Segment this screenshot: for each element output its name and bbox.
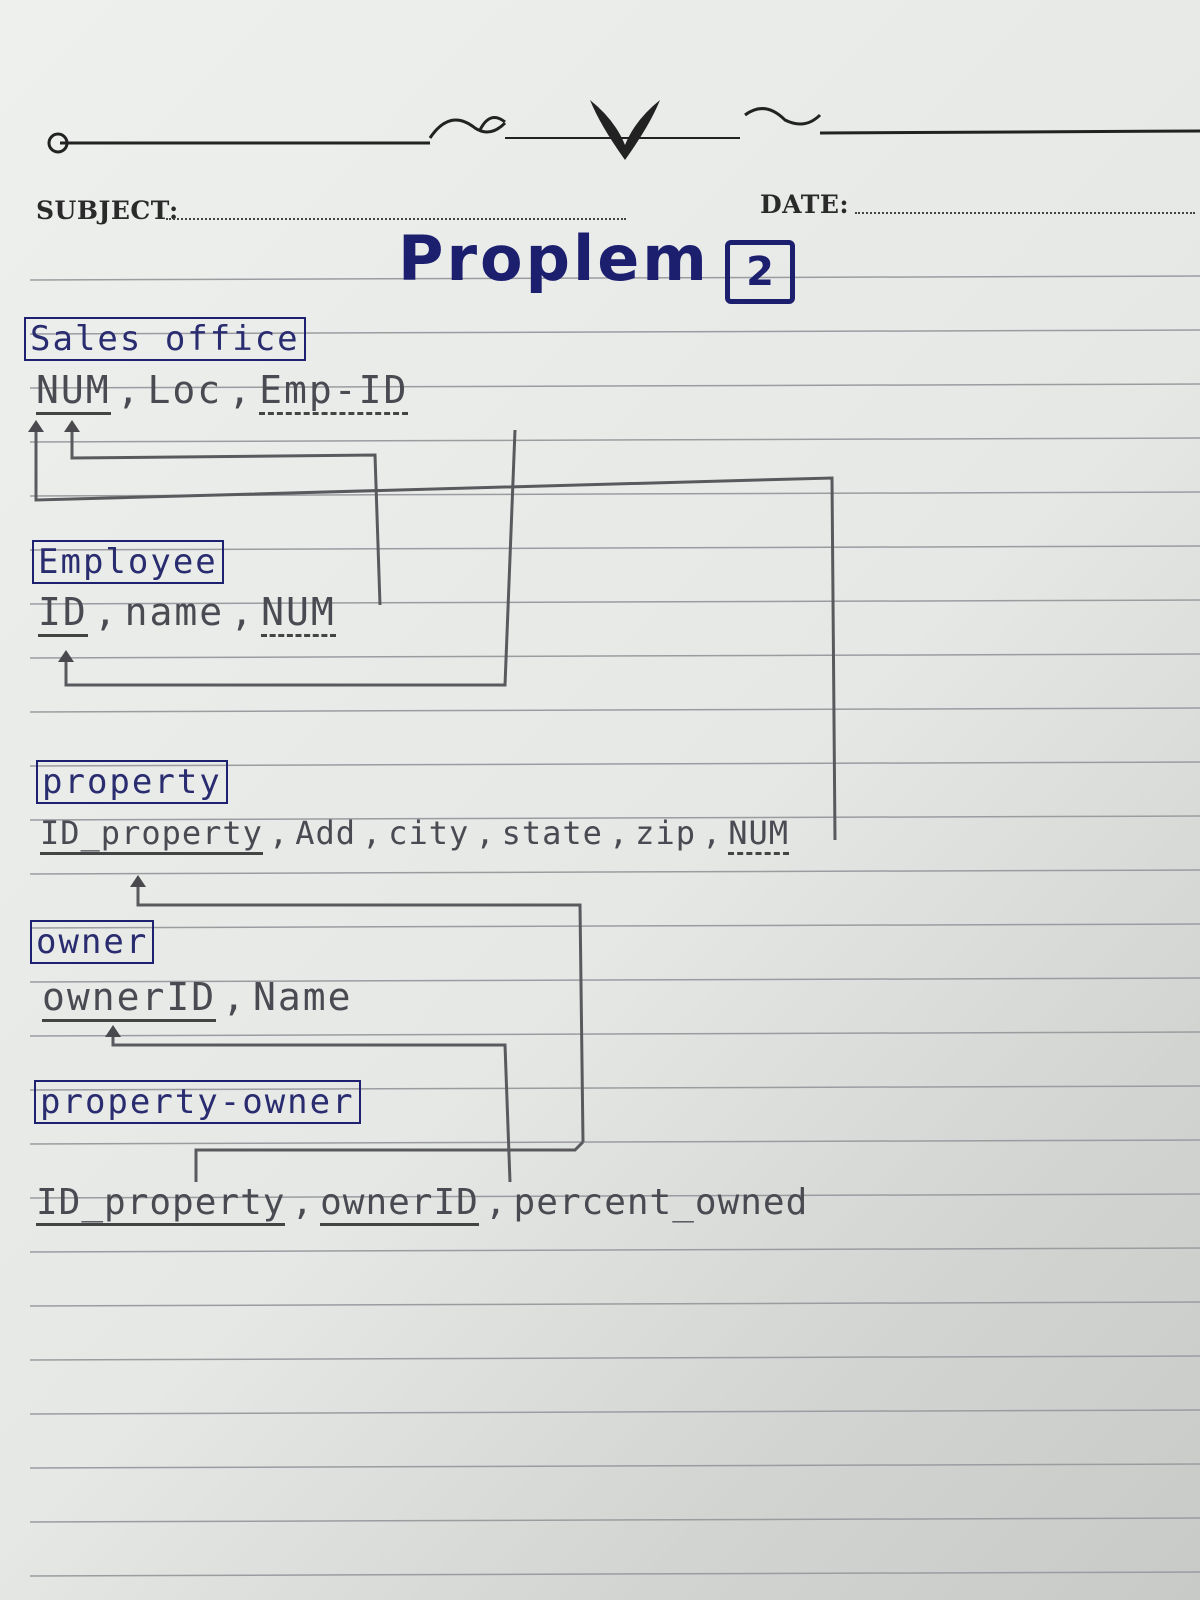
primary-key-attribute: ID — [38, 590, 88, 637]
ruled-line — [29, 1085, 1200, 1091]
ruled-line — [29, 1247, 1200, 1253]
ruled-line — [29, 1463, 1200, 1469]
entity-property-attributes: ID_property,Add,city,state,zip,NUM — [40, 814, 790, 855]
attribute-separator: , — [228, 368, 254, 412]
primary-key-attribute: ID_property — [40, 814, 263, 855]
entity-property-owner-attributes: ID_property,ownerID,percent_owned — [36, 1182, 808, 1226]
ruled-line — [29, 1409, 1200, 1415]
attribute-separator: , — [230, 590, 256, 634]
attribute: percent_owned — [513, 1182, 809, 1223]
relationship-line — [34, 425, 837, 841]
attribute-separator: , — [268, 814, 290, 852]
page-title: Proplem — [398, 222, 710, 295]
ruled-line — [29, 1139, 1200, 1145]
attribute-separator: , — [484, 1182, 508, 1223]
primary-key-attribute: ID_property — [36, 1182, 286, 1226]
attribute: city — [388, 814, 470, 852]
ruled-line — [29, 707, 1200, 713]
arrow-head-icon — [28, 420, 44, 432]
ruled-line — [29, 329, 1200, 335]
attribute-separator: , — [93, 590, 119, 634]
primary-key-attribute: ownerID — [320, 1182, 479, 1226]
ruled-line — [29, 275, 1200, 281]
problem-number: 2 — [725, 240, 795, 304]
attribute-separator: , — [701, 814, 723, 852]
ruled-line — [29, 437, 1200, 443]
entity-owner-attributes: ownerID,Name — [42, 975, 353, 1022]
primary-key-attribute: ownerID — [42, 975, 217, 1022]
foreign-key-attribute: Emp-ID — [259, 368, 409, 415]
ruled-line — [29, 869, 1200, 875]
ruled-line — [29, 1517, 1200, 1523]
attribute: state — [501, 814, 603, 852]
entity-employee-attributes: ID,name,NUM — [38, 590, 336, 637]
entity-employee-name: Employee — [32, 540, 224, 584]
attribute: name — [124, 590, 225, 634]
arrow-head-icon — [130, 875, 146, 887]
attribute-separator: , — [116, 368, 142, 412]
arrow-head-icon — [105, 1025, 121, 1037]
ruled-line — [29, 653, 1200, 659]
relationship-line — [136, 880, 585, 1143]
arrow-head-icon — [64, 420, 80, 432]
attribute: Loc — [147, 368, 223, 412]
foreign-key-attribute: NUM — [261, 590, 336, 637]
arrow-head-icon — [58, 650, 74, 662]
foreign-key-attribute: NUM — [728, 814, 790, 855]
ruled-line — [29, 761, 1200, 767]
entity-property-name: property — [36, 760, 228, 804]
attribute-separator: , — [361, 814, 383, 852]
entity-sales-office-name: Sales office — [24, 317, 306, 361]
date-field[interactable] — [855, 212, 1195, 214]
ruled-line — [29, 815, 1200, 821]
attribute-separator: , — [222, 975, 248, 1019]
primary-key-attribute: NUM — [36, 368, 111, 415]
relationship-line — [194, 1140, 585, 1182]
entity-property-owner-name: property-owner — [34, 1080, 361, 1124]
page-ornament — [47, 100, 1200, 160]
ruled-line — [29, 1031, 1200, 1037]
relationship-line — [111, 1030, 512, 1183]
subject-label: SUBJECT: — [36, 196, 179, 225]
date-label: DATE: — [760, 190, 850, 219]
entity-owner-name: owner — [30, 920, 155, 964]
ruled-line — [29, 977, 1200, 983]
relationship-line — [64, 429, 517, 687]
attribute-separator: , — [291, 1182, 315, 1223]
attribute-separator: , — [608, 814, 630, 852]
ruled-line — [29, 383, 1200, 389]
ruled-line — [29, 599, 1200, 605]
ruled-line — [29, 1301, 1200, 1307]
ruled-line — [29, 923, 1200, 929]
subject-field[interactable] — [166, 218, 626, 220]
ruled-line — [29, 1193, 1200, 1199]
attribute: zip — [635, 814, 696, 852]
attribute: Add — [295, 814, 356, 852]
attribute-separator: , — [475, 814, 496, 852]
entity-sales-office-attributes: NUM,Loc,Emp-ID — [36, 368, 409, 415]
relationship-line — [70, 425, 382, 606]
attribute: Name — [253, 975, 353, 1019]
ruled-line — [29, 1355, 1200, 1361]
ruled-line — [29, 1571, 1200, 1577]
ruled-line — [29, 545, 1200, 551]
